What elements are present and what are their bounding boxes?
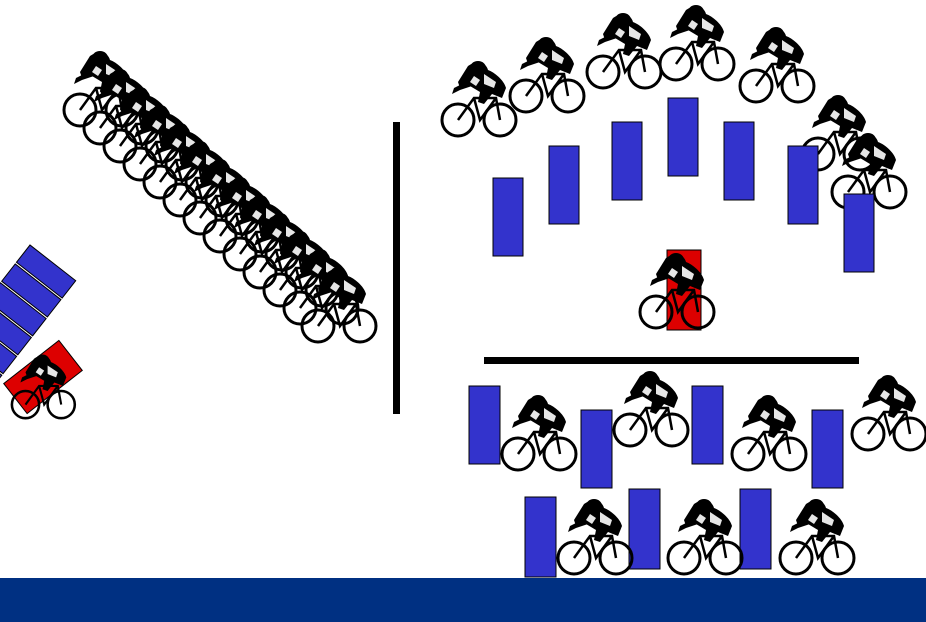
arc-formation-group [440,3,908,331]
wind-block [580,409,613,489]
cyclist-icon [730,393,808,472]
cyclist-icon [612,369,690,448]
cyclist-icon [556,497,634,576]
cyclist-icon [850,373,926,452]
wind-block [723,121,755,201]
wind-block [468,385,501,465]
wind-block [492,177,524,257]
echelon-wind-blocks [0,244,77,394]
echelon-leader [3,339,83,420]
wind-block [548,145,580,225]
wind-block [15,244,77,299]
cyclist-icon [778,497,856,576]
wind-block [739,488,772,570]
cyclist-icon [440,59,518,138]
wind-block [0,301,33,356]
wind-block [611,121,643,201]
wind-block [0,282,47,337]
cyclist-icon [500,393,578,472]
cyclist-icon [508,35,586,114]
arc-leader [638,249,716,331]
spread-formation-group [468,369,926,578]
echelon-riders [62,49,378,344]
vertical-divider [393,122,400,414]
cyclist-icon [738,25,816,104]
arc-wind-blocks [492,97,875,273]
cyclist-icon [658,3,736,82]
wind-block [667,97,699,177]
echelon-group [0,49,378,420]
wind-block [691,385,724,465]
wind-block [843,193,875,273]
wind-block [628,488,661,570]
wind-block [787,145,819,225]
cyclist-icon [666,497,744,576]
spread-wind-blocks [468,385,844,578]
wind-block [811,409,844,489]
wind-block [0,263,62,318]
wind-block [0,319,18,375]
horizontal-divider [484,357,859,364]
footer-bar [0,578,926,622]
wind-block [524,496,557,578]
cyclist-icon [585,11,663,90]
